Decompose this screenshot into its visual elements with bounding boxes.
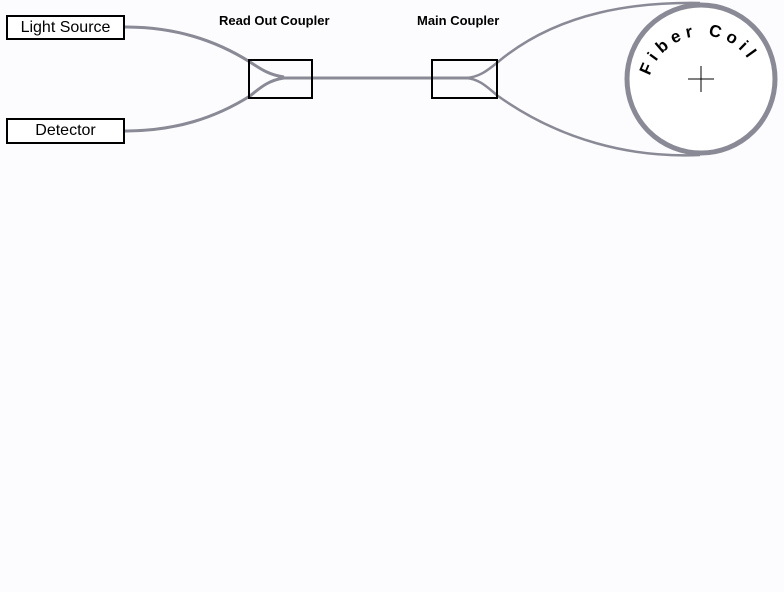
fiber-light-source-to-readout xyxy=(124,25,285,79)
readout-coupler-box xyxy=(248,59,313,99)
light-source-box: Light Source xyxy=(6,15,125,40)
fiber-detector-to-readout xyxy=(124,76,285,133)
readout-coupler-label: Read Out Coupler xyxy=(219,13,330,28)
fiber-main-coupler-upper xyxy=(465,1,701,80)
detector-box: Detector xyxy=(6,118,125,144)
main-coupler-label: Main Coupler xyxy=(417,13,500,28)
detector-label: Detector xyxy=(35,122,96,139)
fiber-main-coupler-lower xyxy=(465,76,701,157)
light-source-label: Light Source xyxy=(20,18,111,36)
main-coupler-box xyxy=(431,59,498,99)
